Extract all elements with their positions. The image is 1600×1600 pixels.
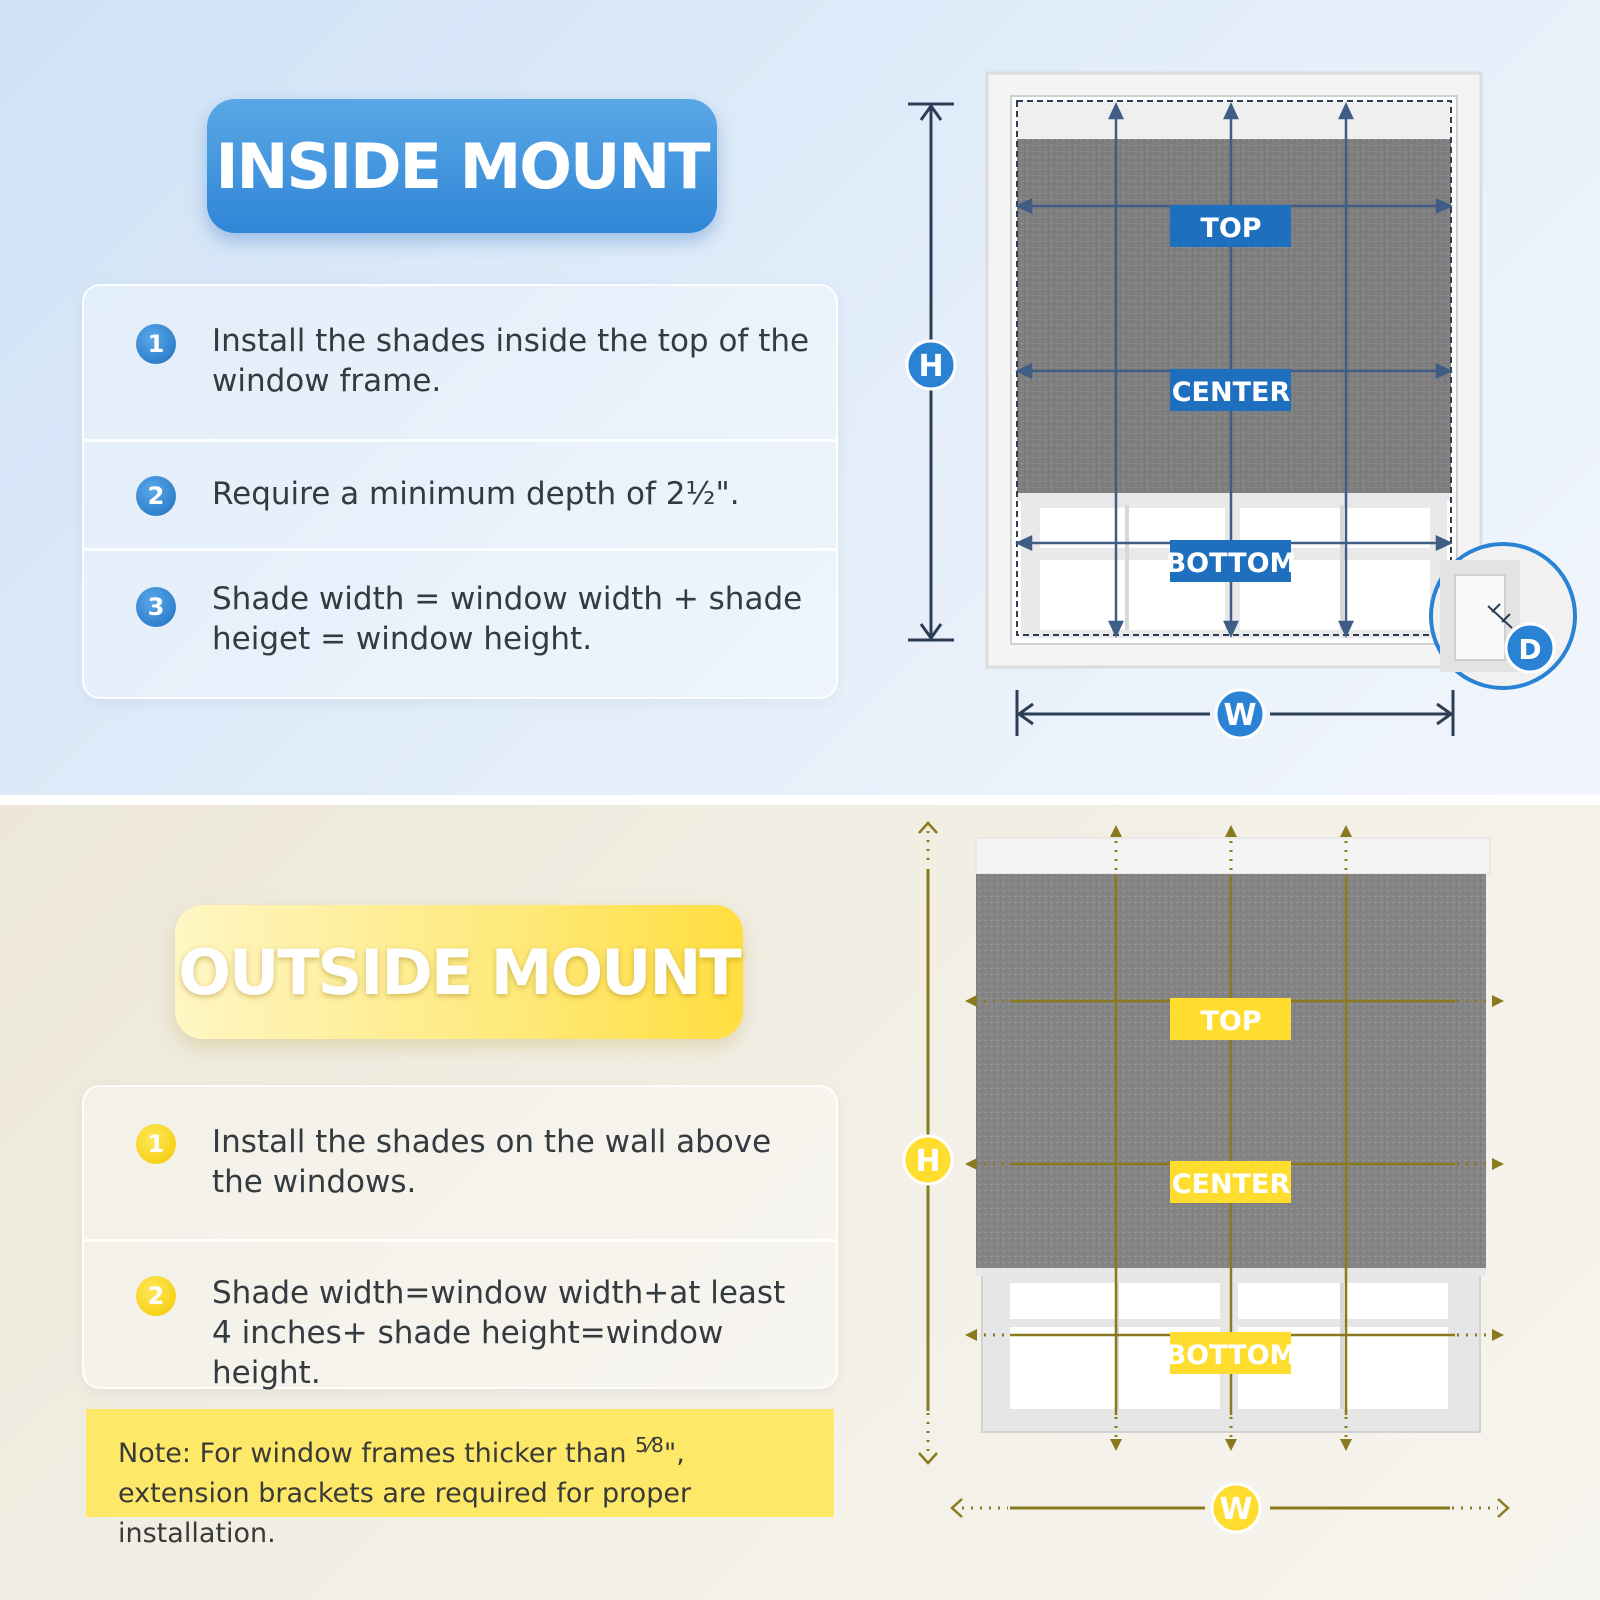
- svg-text:CENTER: CENTER: [1172, 377, 1291, 408]
- inside-step-3: 3 Shade width = window width + shade hei…: [84, 551, 836, 697]
- width-marker-label: W: [1223, 698, 1256, 733]
- step-number-badge: 2: [136, 1276, 176, 1316]
- label-bottom: BOTTOM: [1166, 1332, 1297, 1374]
- svg-text:TOP: TOP: [1200, 1006, 1261, 1037]
- outside-step-1: 1 Install the shades on the wall above t…: [84, 1087, 836, 1240]
- outside-mount-steps-card: 1 Install the shades on the wall above t…: [82, 1085, 838, 1391]
- outside-mount-diagram: TOP CENTER BOTTOM H: [902, 821, 1510, 1534]
- step-text: Require a minimum depth of 2½".: [212, 476, 740, 512]
- step-number-badge: 3: [136, 587, 176, 627]
- height-marker-label: H: [915, 1144, 940, 1179]
- height-dimension: [918, 821, 938, 1465]
- row-divider: [84, 1239, 836, 1242]
- note-suffix: ", extension brackets are required for p…: [118, 1438, 692, 1549]
- row-divider: [84, 439, 836, 442]
- measure-boundary: [1016, 100, 1452, 636]
- width-marker: [1210, 1482, 1262, 1534]
- step-number-badge: 2: [136, 476, 176, 516]
- width-dimension: [1015, 690, 1455, 736]
- svg-text:BOTTOM: BOTTOM: [1166, 1340, 1297, 1371]
- inside-step-1: 1 Install the shades inside the top of t…: [84, 286, 836, 439]
- depth-magnifier: D: [1429, 542, 1577, 690]
- label-top: TOP: [1170, 998, 1291, 1040]
- installation-note: Note: For window frames thicker than 5⁄8…: [86, 1409, 834, 1549]
- note-fraction: 5⁄8: [635, 1433, 664, 1457]
- note-text: Note: For window frames thicker than 5⁄8…: [118, 1425, 818, 1554]
- height-marker-label: H: [918, 349, 943, 384]
- svg-text:BOTTOM: BOTTOM: [1166, 548, 1297, 579]
- svg-text:CENTER: CENTER: [1172, 1169, 1291, 1200]
- note-prefix: Note: For window frames thicker than: [118, 1438, 636, 1469]
- outside-mount-panel: OUTSIDE MOUNT 1 Install the shades on th…: [0, 805, 1600, 1600]
- step-number-badge: 1: [136, 324, 176, 364]
- shade-fabric: [1017, 139, 1451, 495]
- step-number-badge: 1: [136, 1124, 176, 1164]
- inside-mount-steps-card: 1 Install the shades inside the top of t…: [82, 284, 838, 699]
- inside-mount-panel: INSIDE MOUNT 1 Install the shades inside…: [0, 0, 1600, 795]
- step-text: Shade width = window width + shade heige…: [212, 581, 803, 657]
- label-top: TOP: [1170, 205, 1291, 247]
- step-text: Install the shades on the wall above the…: [212, 1124, 772, 1200]
- depth-marker-label: D: [1518, 633, 1541, 666]
- step-text: Shade width=window width+at least 4 inch…: [212, 1275, 786, 1391]
- inside-mount-title: INSIDE MOUNT: [207, 99, 717, 233]
- height-marker: [902, 1134, 954, 1186]
- width-marker-label: W: [1219, 1492, 1252, 1527]
- outside-mount-title: OUTSIDE MOUNT: [175, 905, 743, 1039]
- label-center: CENTER: [1170, 1161, 1291, 1203]
- width-marker: [1214, 688, 1266, 740]
- vertical-measure-lines: [1110, 825, 1352, 1451]
- headrail: [1017, 101, 1451, 139]
- depth-marker: [1504, 622, 1556, 674]
- outside-step-2: 2 Shade width=window width+at least 4 in…: [84, 1242, 836, 1391]
- inside-mount-diagram: TOP CENTER BOTTOM H: [905, 71, 1577, 740]
- label-bottom: BOTTOM: [1166, 540, 1297, 582]
- step-text: Install the shades inside the top of the…: [212, 323, 810, 399]
- width-dimension: [950, 1498, 1510, 1518]
- label-center: CENTER: [1170, 369, 1291, 411]
- svg-text:TOP: TOP: [1200, 213, 1261, 244]
- row-divider: [84, 548, 836, 551]
- height-marker: [905, 339, 957, 391]
- section-divider: [0, 795, 1600, 805]
- inside-step-2: 2 Require a minimum depth of 2½".: [84, 442, 836, 548]
- bottom-rail: [1017, 493, 1451, 501]
- height-dimension: [908, 102, 954, 642]
- headrail: [975, 837, 1491, 875]
